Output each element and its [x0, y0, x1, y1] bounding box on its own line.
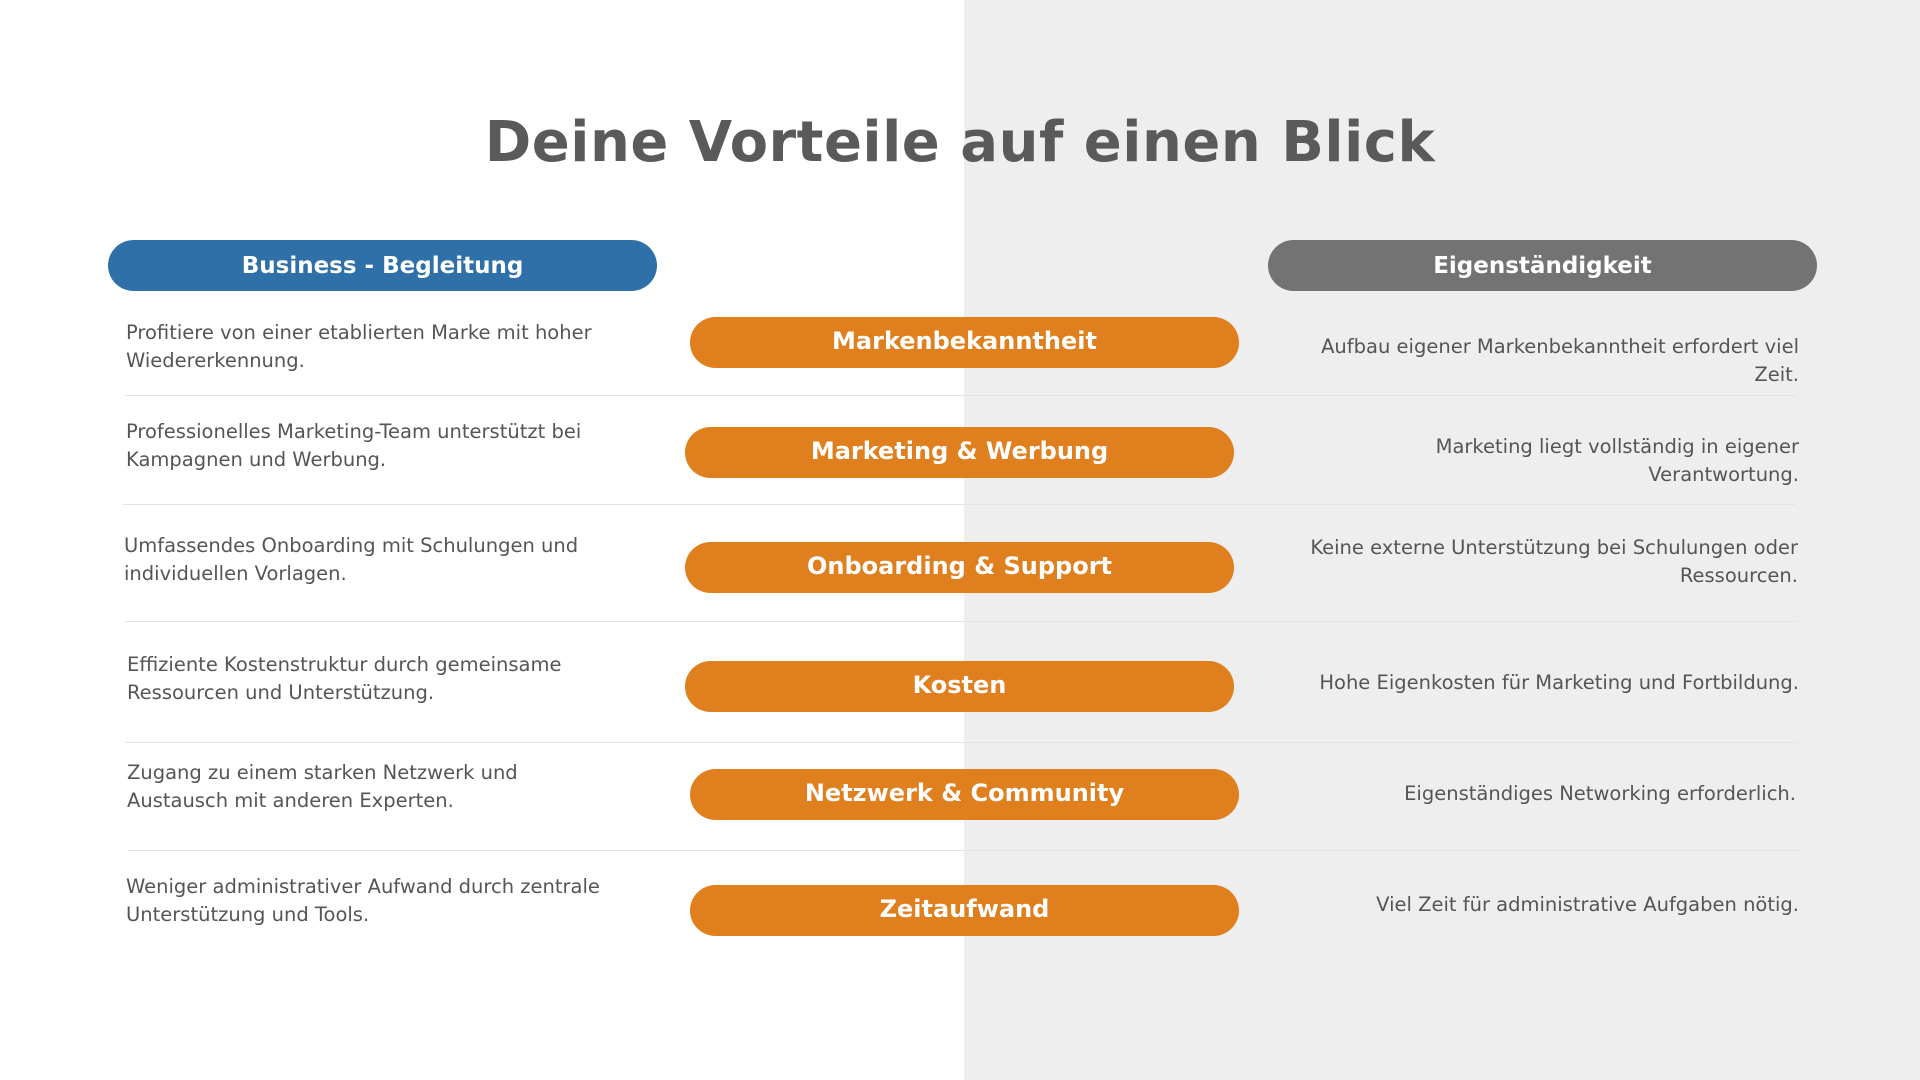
row-3-right-text: Keine externe Unterstützung bei Schulung…: [1310, 536, 1798, 587]
row-5-center-label: Netzwerk & Community: [690, 769, 1239, 820]
row-6-center-label: Zeitaufwand: [690, 885, 1239, 936]
header-eigenstaendigkeit: Eigenständigkeit: [1268, 240, 1817, 291]
row-3-center-label: Onboarding & Support: [685, 542, 1234, 593]
row-6-left-text: Weniger administrativer Aufwand durch ze…: [126, 875, 600, 926]
row-divider: [125, 742, 1797, 743]
header-business-begleitung: Business - Begleitung: [108, 240, 657, 291]
row-4-left-text: Effiziente Kostenstruktur durch gemeinsa…: [127, 653, 562, 704]
row-3-left-text: Umfassendes Onboarding mit Schulungen un…: [124, 534, 579, 585]
row-2-center-label: Marketing & Werbung: [685, 427, 1234, 478]
row-5-left-text: Zugang zu einem starken Netzwerk und Aus…: [127, 761, 518, 812]
row-4-right-text: Hohe Eigenkosten für Marketing und Fortb…: [1319, 671, 1799, 694]
row-divider: [123, 504, 1795, 505]
row-2-left-text: Professionelles Marketing-Team unterstüt…: [126, 420, 582, 471]
row-divider: [125, 621, 1797, 622]
row-5-right-text: Eigenständiges Networking erforderlich.: [1404, 782, 1796, 805]
row-divider: [125, 395, 1797, 396]
row-6-right-text: Viel Zeit für administrative Aufgaben nö…: [1376, 893, 1799, 916]
row-4-center-label: Kosten: [685, 661, 1234, 712]
row-2-right-text: Marketing liegt vollständig in eigener V…: [1435, 435, 1799, 486]
page-title: Deine Vorteile auf einen Blick: [484, 110, 1436, 175]
row-1-center-label: Markenbekanntheit: [690, 317, 1239, 368]
row-1-right-text: Aufbau eigener Markenbekanntheit erforde…: [1321, 335, 1799, 386]
row-1-left-text: Profitiere von einer etablierten Marke m…: [126, 321, 592, 372]
row-divider: [128, 850, 1800, 851]
